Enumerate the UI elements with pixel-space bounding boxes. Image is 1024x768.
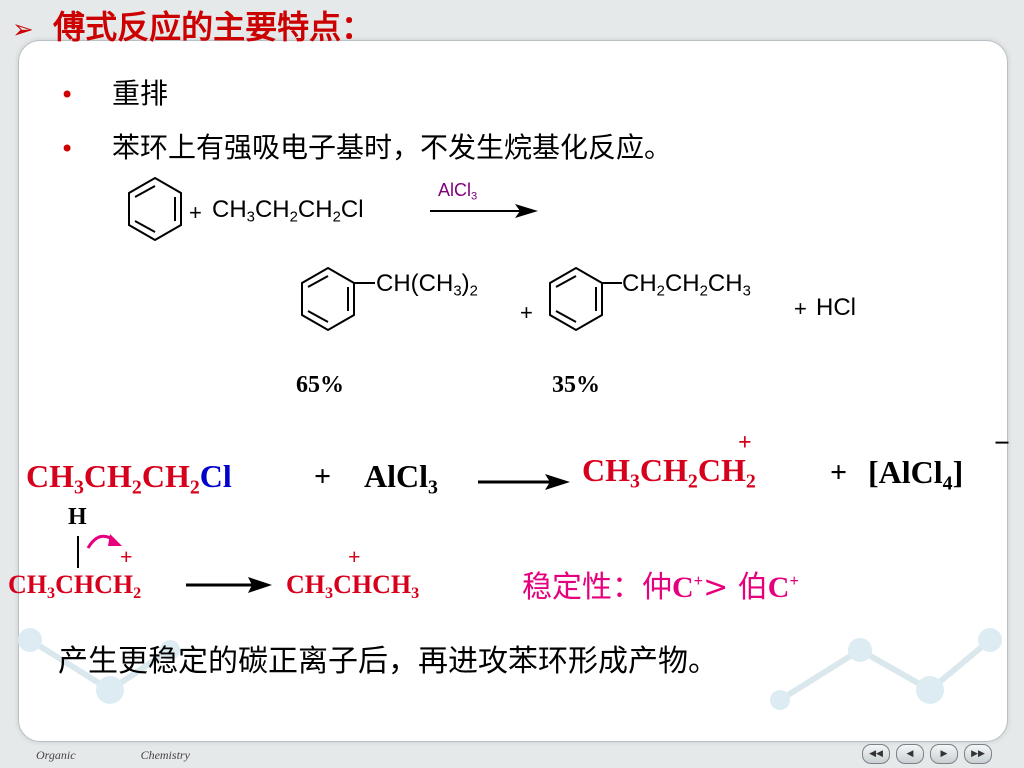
alcl3-reagent: AlCl3 <box>364 458 438 499</box>
benzene-ring-reactant <box>128 176 182 242</box>
propyl-chloride-formula: CH3CH2CH2Cl <box>212 196 364 226</box>
footer-chemistry: Chemistry <box>140 748 190 762</box>
prev-slide-icon[interactable]: ◀ <box>896 744 924 764</box>
plus-sign: + <box>189 200 202 225</box>
yield-propylbenzene: 35% <box>552 372 600 398</box>
reaction-arrow-head <box>515 204 538 218</box>
first-slide-icon[interactable]: ◀◀ <box>862 744 890 764</box>
positive-charge-mark: + <box>348 544 361 569</box>
plus-sign: + <box>314 460 332 493</box>
plus-sign: + <box>830 456 848 489</box>
secondary-carbocation: CH3CHCH3 <box>286 570 420 603</box>
hydrogen-label: H <box>68 504 87 530</box>
bullet-dot-icon: • <box>60 81 75 109</box>
negative-charge-mark: − <box>994 428 1010 459</box>
tetrachloroaluminate-anion: [AlCl4] <box>868 454 964 495</box>
last-slide-icon[interactable]: ▶▶ <box>964 744 992 764</box>
stability-statement: 稳定性：仲C+> 伯C+ <box>522 570 799 605</box>
primary-carbocation: CH3CH2CH2 <box>582 452 756 493</box>
title-text: 傅式反应的主要特点： <box>53 8 374 46</box>
yield-isopropylbenzene: 65% <box>296 372 344 398</box>
mechanism-reactant: CH3CH2CH2Cl <box>26 458 232 499</box>
plus-sign: + <box>520 300 533 325</box>
bullet-text: 苯环上有强吸电子基时，不发生烷基化反应。 <box>112 131 673 164</box>
bullet-deactivated-ring: • 苯环上有强吸电子基时，不发生烷基化反应。 <box>60 126 672 166</box>
positive-charge-mark: + <box>738 430 752 456</box>
catalyst-label: AlCl3 <box>438 180 478 203</box>
slide-title: ➢ 傅式反应的主要特点： <box>12 2 373 48</box>
arrow-bullet-icon: ➢ <box>12 15 34 45</box>
bullet-text: 重排 <box>112 77 169 110</box>
primary-carbocation-2: CH3CHCH2 <box>8 570 142 603</box>
bullet-rearrangement: • 重排 <box>60 72 168 112</box>
plus-sign: + <box>794 296 807 321</box>
footer: Organic Chemistry <box>36 748 190 763</box>
isopropyl-group: CH(CH3)2 <box>376 270 478 300</box>
bullet-dot-icon: • <box>60 135 75 163</box>
next-slide-icon[interactable]: ▶ <box>930 744 958 764</box>
footer-organic: Organic <box>36 748 76 762</box>
propyl-group: CH2CH2CH3 <box>622 270 751 300</box>
slide-panel <box>18 40 1008 742</box>
positive-charge-mark: + <box>120 544 133 569</box>
hcl-product: HCl <box>816 294 856 321</box>
conclusion-text: 产生更稳定的碳正离子后，再进攻苯环形成产物。 <box>58 644 718 679</box>
